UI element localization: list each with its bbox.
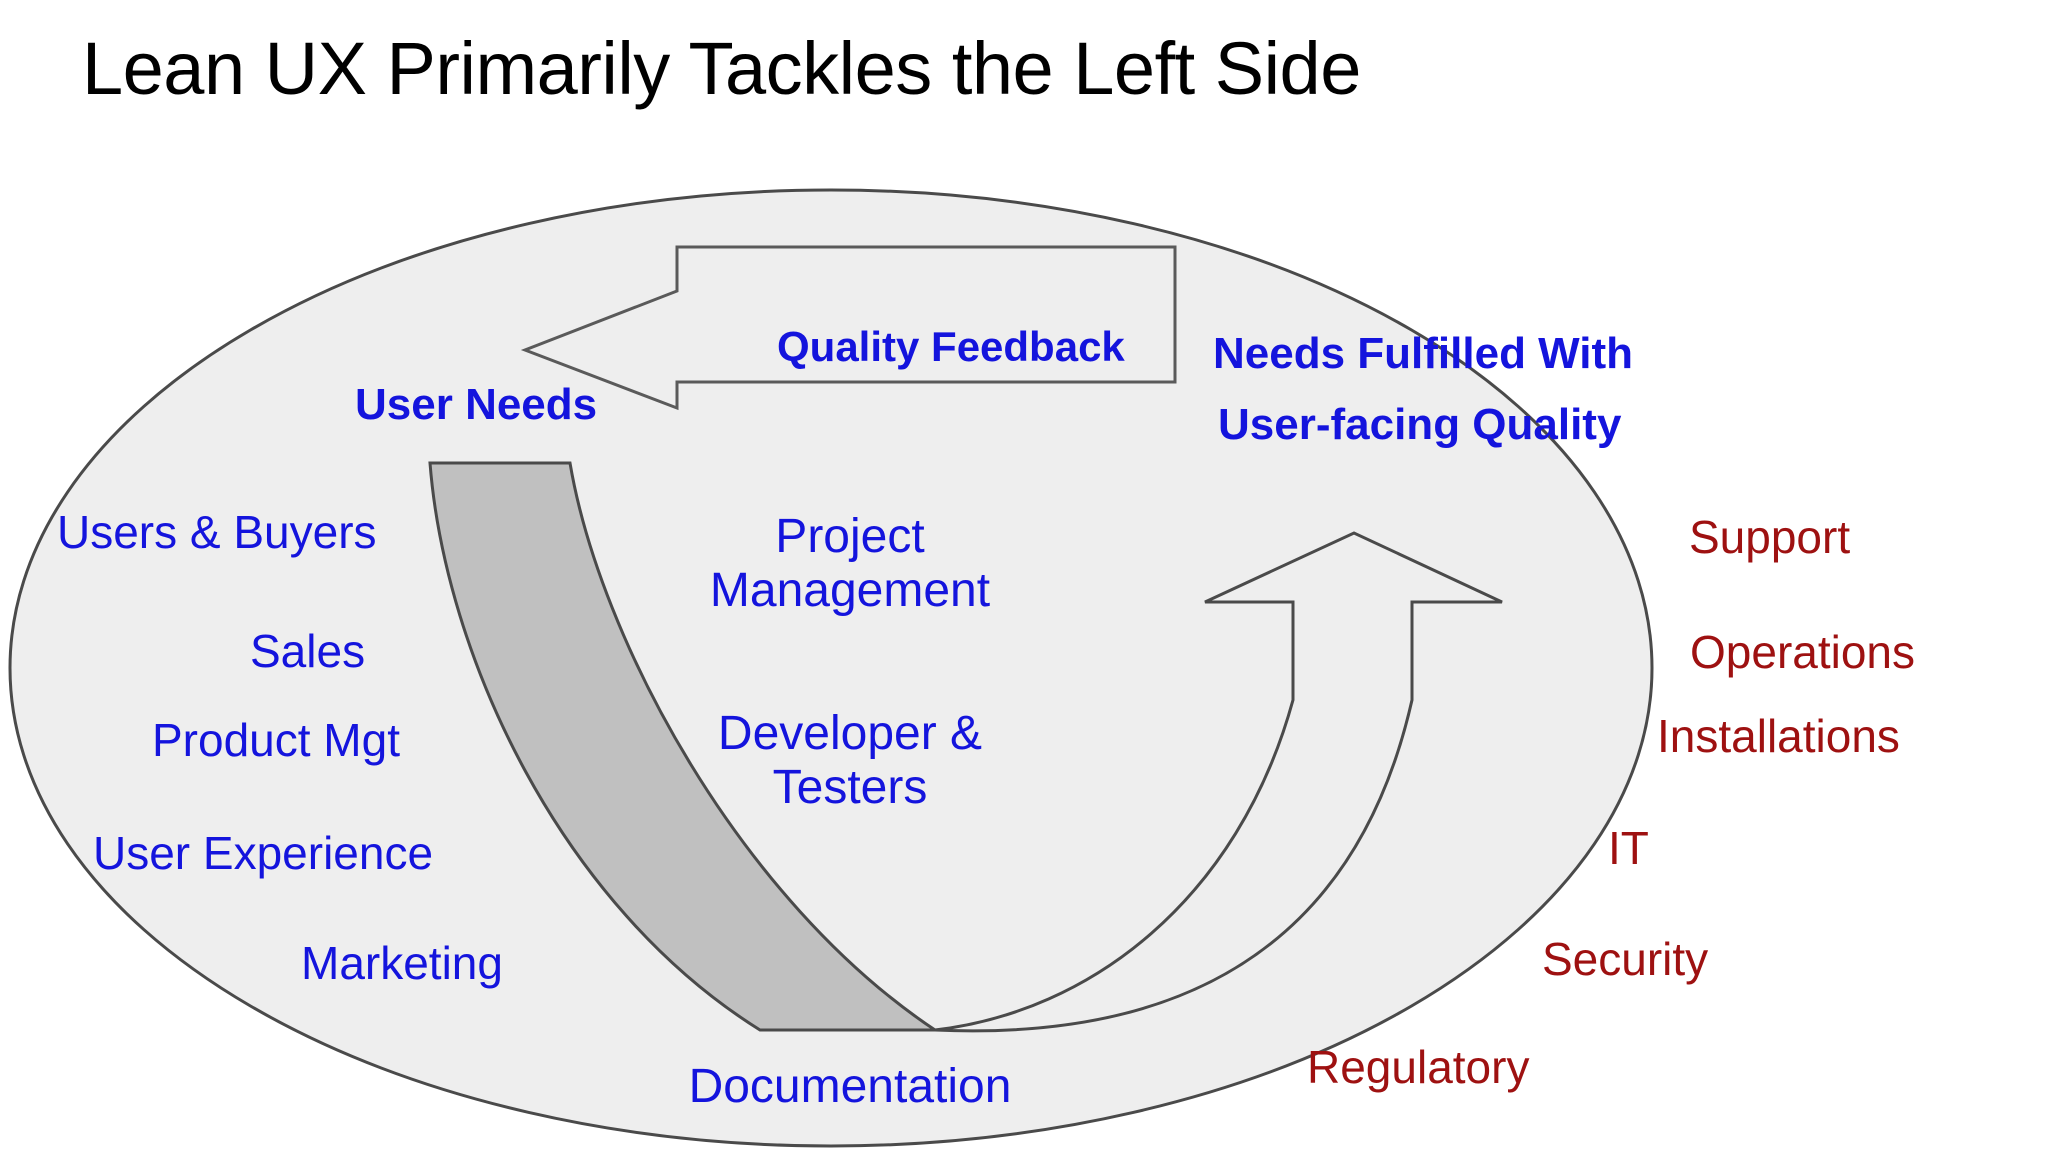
left-item-users-buyers: Users & Buyers: [57, 506, 377, 558]
left-item-marketing: Marketing: [301, 937, 503, 989]
heading-needs-fulfilled: Needs Fulfilled With: [1213, 329, 1634, 378]
center-item-documentation: Documentation: [688, 1060, 1012, 1113]
right-item-support: Support: [1689, 511, 1851, 563]
page-title: Lean UX Primarily Tackles the Left Side: [82, 27, 1361, 110]
left-item-sales: Sales: [250, 625, 366, 677]
right-item-installations: Installations: [1657, 710, 1900, 762]
right-item-security: Security: [1542, 933, 1709, 985]
center-item-project-management: Project Management: [709, 510, 991, 617]
quality-feedback-label: Quality Feedback: [777, 323, 1125, 370]
left-item-product-mgt: Product Mgt: [152, 714, 400, 766]
heading-user-facing-quality: User-facing Quality: [1218, 400, 1622, 449]
heading-user-needs: User Needs: [355, 380, 598, 429]
value-flow-arrow: [934, 531, 1503, 1033]
right-item-regulatory: Regulatory: [1307, 1041, 1530, 1093]
quality-feedback-arrow: [520, 245, 1177, 411]
right-item-operations: Operations: [1690, 626, 1916, 678]
center-item-developer-testers: Developer & Testers: [717, 707, 983, 814]
left-item-user-experience: User Experience: [93, 827, 434, 879]
right-item-it: IT: [1608, 822, 1649, 874]
